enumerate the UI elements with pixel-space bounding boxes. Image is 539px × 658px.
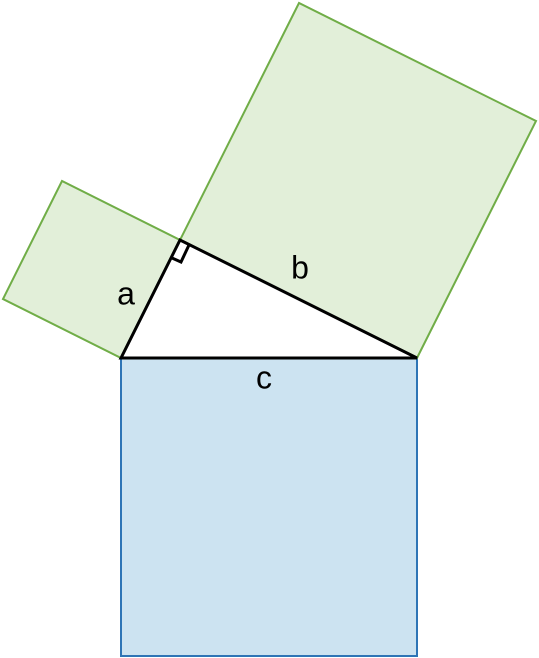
square-c <box>120 357 418 657</box>
right-angle-marker <box>171 244 191 264</box>
label-c: c <box>256 359 272 395</box>
right-triangle <box>118 237 418 360</box>
label-a: a <box>117 275 135 311</box>
label-b: b <box>291 249 309 285</box>
